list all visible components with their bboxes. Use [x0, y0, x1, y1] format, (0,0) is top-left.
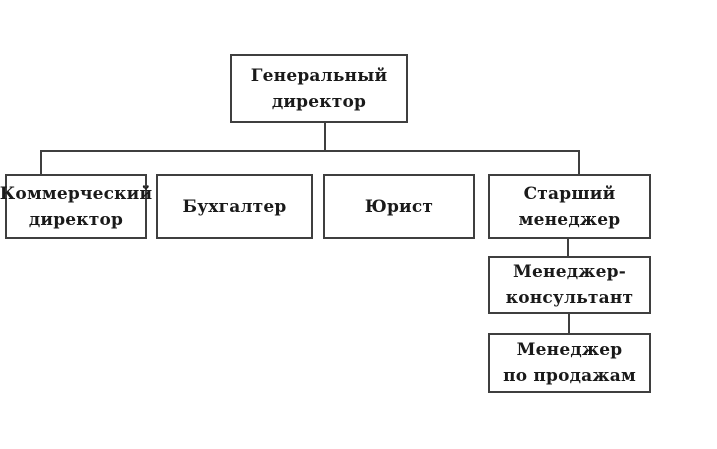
org-node-label: Старший менеджер: [518, 183, 621, 230]
org-node-sales-manager: Менеджер по продажам: [488, 333, 651, 393]
connector-commercial-drop: [40, 150, 42, 175]
connector-senior-manager-drop: [578, 150, 580, 175]
connector-root-drop: [324, 122, 326, 152]
org-node-commercial-director: Коммерческий директор: [0, 174, 152, 239]
org-node-label: Коммерческий директор: [0, 183, 153, 230]
org-node-label: Юрист: [364, 196, 434, 217]
org-node-label: Генеральный директор: [250, 65, 388, 112]
connector-consultant-drop: [567, 238, 569, 257]
org-node-label: Менеджер- консультант: [505, 262, 634, 308]
org-node-manager-consultant: Менеджер- консультант: [488, 256, 651, 314]
connector-horizontal-bus: [40, 150, 580, 152]
org-node-general-director: Генеральный директор: [230, 54, 408, 123]
org-node-senior-manager: Старший менеджер: [488, 174, 651, 239]
org-node-label: Менеджер по продажам: [503, 340, 636, 386]
connector-sales-manager-drop: [568, 313, 570, 334]
org-node-label: Бухгалтер: [182, 196, 287, 217]
org-node-lawyer: Юрист: [323, 174, 475, 239]
org-node-accountant: Бухгалтер: [156, 174, 313, 239]
